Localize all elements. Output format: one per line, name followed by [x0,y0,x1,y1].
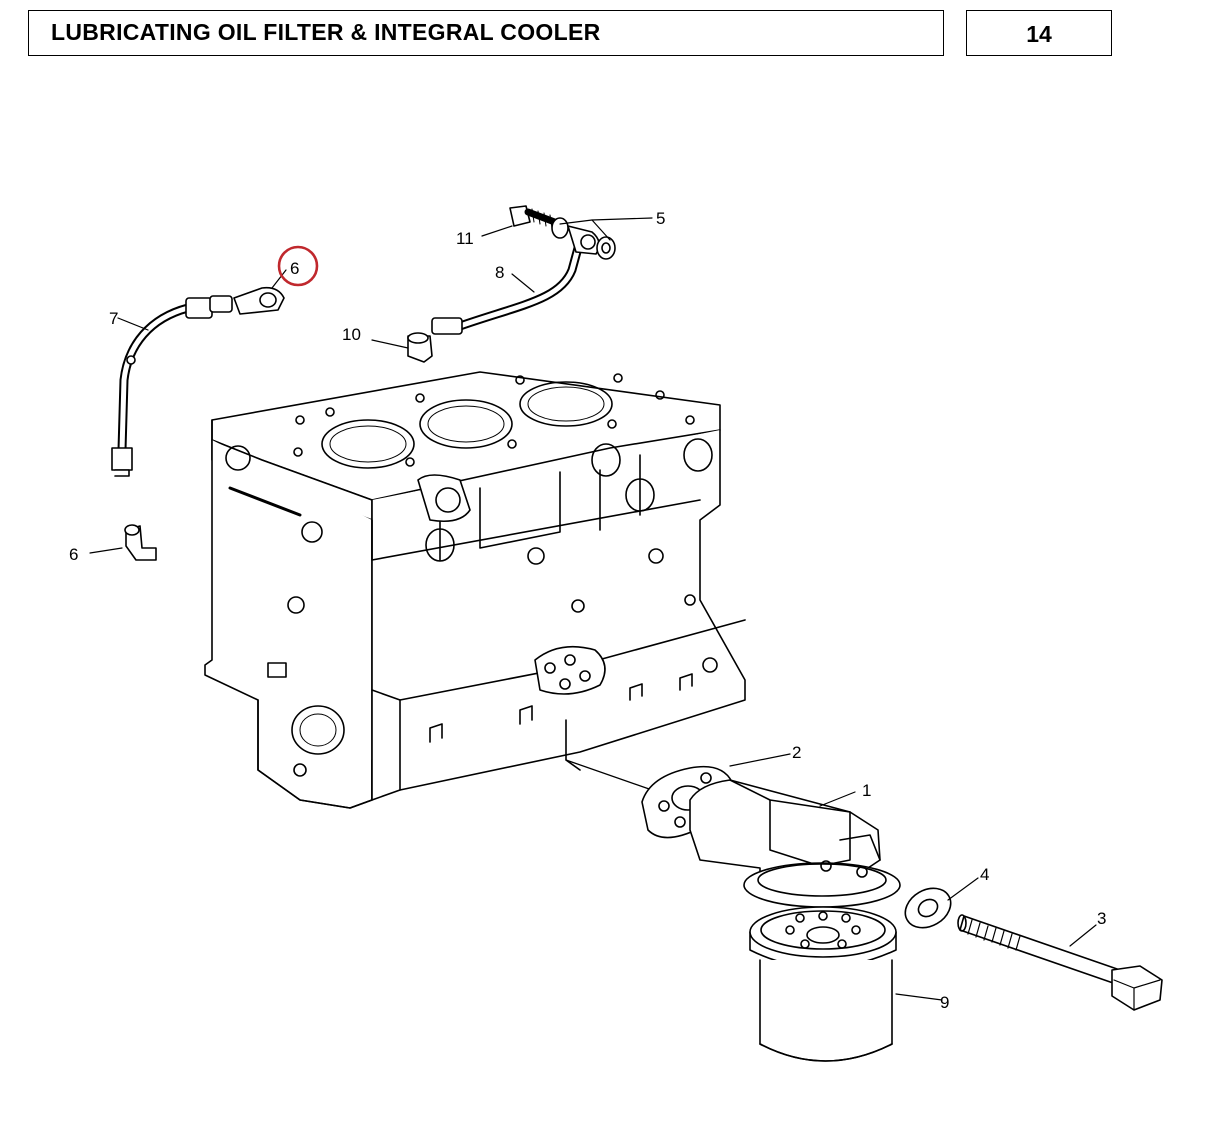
callout-6-upper: 6 [290,259,299,278]
page-number-box: 14 [966,10,1112,56]
callout-4: 4 [980,865,989,884]
highlight-circle [277,245,319,287]
page-number: 14 [1026,21,1052,47]
callout-2: 2 [792,743,801,762]
adapter-10 [407,332,433,363]
banjo-bolt-11 [509,205,564,229]
leader-lines [89,217,1097,1001]
callout-1: 1 [862,781,871,800]
oil-cooler-housing-1 [689,779,901,908]
callout-11: 11 [456,229,474,248]
banjo-elbow-6-lower [124,524,157,561]
oil-pipe-7 [111,297,213,477]
banjo-elbow-6-upper [209,286,285,315]
callout-3: 3 [1097,909,1106,928]
engine-block [204,371,746,809]
oil-filter-9 [749,906,897,1062]
callout-5: 5 [656,209,665,228]
hollow-bolt-3 [957,914,1163,1011]
callout-labels: 1 2 3 4 5 6 6 7 8 9 10 11 [69,209,1106,1012]
callout-6-lower: 6 [69,545,78,564]
title-box: LUBRICATING OIL FILTER & INTEGRAL COOLER [28,10,944,56]
oil-pipe-8 [431,243,583,335]
callout-8: 8 [495,263,504,282]
callout-10: 10 [342,325,361,344]
sealing-washers-5 [551,217,616,260]
callout-9: 9 [940,993,949,1012]
sealing-washer-4 [904,887,952,929]
callout-7: 7 [109,309,118,328]
page-title: LUBRICATING OIL FILTER & INTEGRAL COOLER [51,19,601,45]
